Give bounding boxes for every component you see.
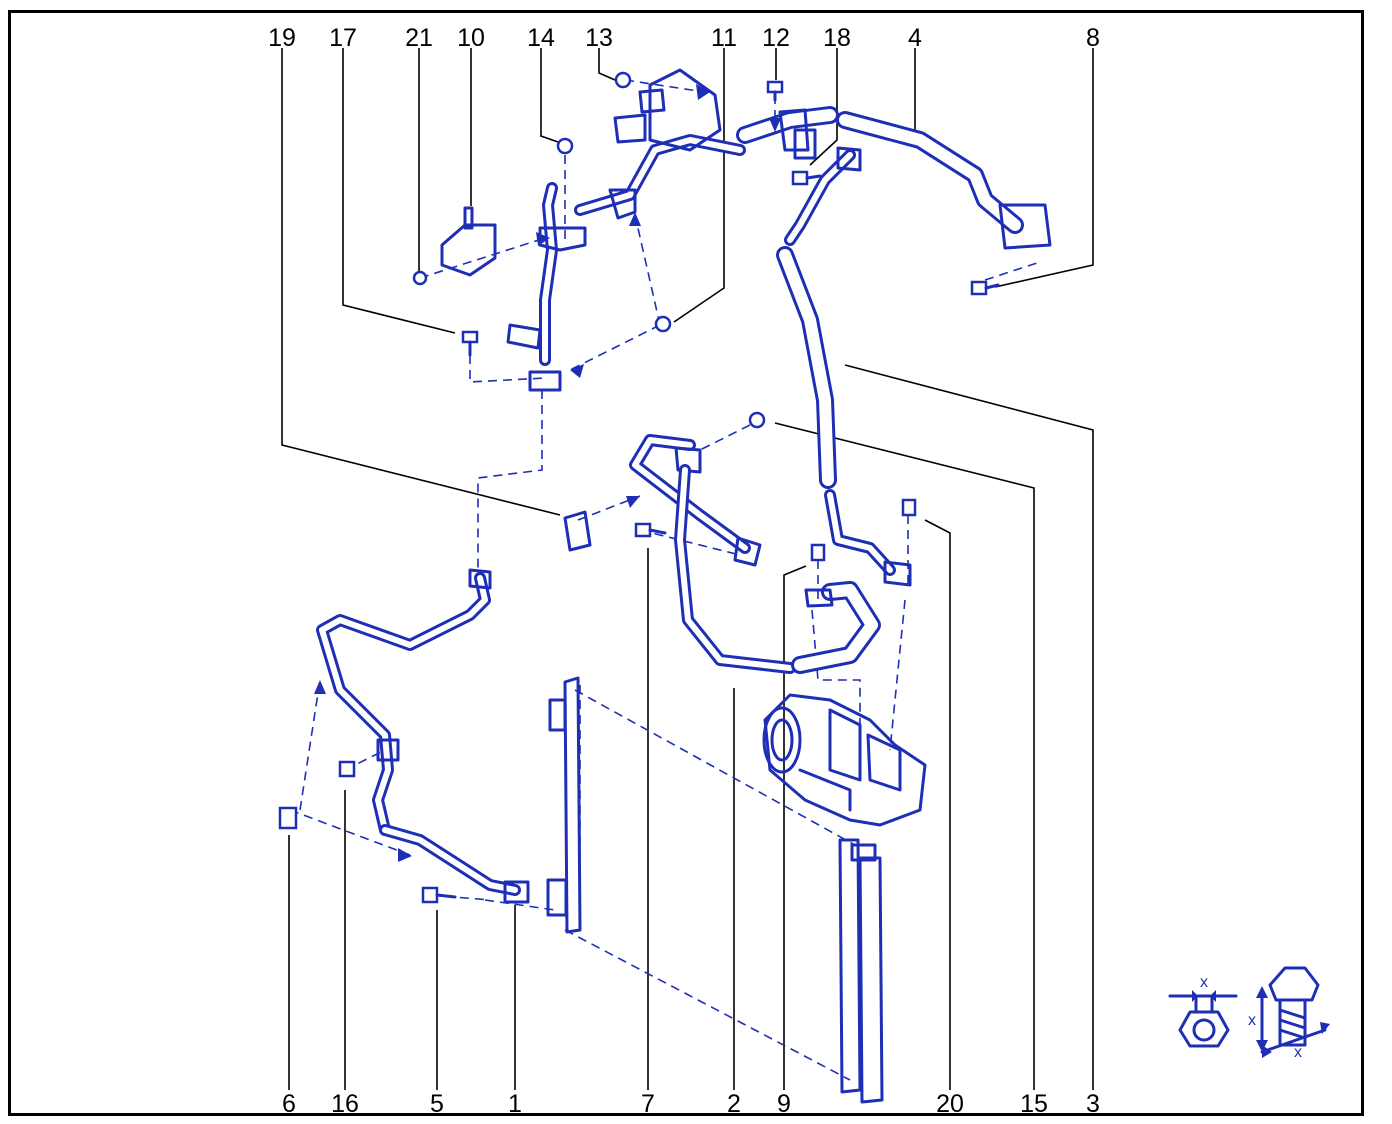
hose-3 xyxy=(776,146,912,587)
callout-20: 20 xyxy=(936,1090,964,1118)
callout-12: 12 xyxy=(762,24,790,52)
evaporator-connection xyxy=(613,68,1052,250)
leader-lines xyxy=(281,48,1094,1090)
callout-3: 3 xyxy=(1086,1090,1100,1118)
torque-bolt-side-mark: x xyxy=(1248,1012,1256,1029)
callout-11: 11 xyxy=(711,24,737,52)
callout-18: 18 xyxy=(823,24,851,52)
callout-9: 9 xyxy=(777,1090,791,1118)
torque-nut-mark: x xyxy=(1200,974,1208,991)
fasteners xyxy=(278,71,1000,904)
pipe-15-hose-2 xyxy=(629,434,881,674)
callout-17: 17 xyxy=(329,24,357,52)
callout-16: 16 xyxy=(331,1090,359,1118)
condenser xyxy=(546,676,884,1104)
callout-21: 21 xyxy=(405,24,433,52)
torque-spec-symbol xyxy=(1168,966,1330,1058)
callout-2: 2 xyxy=(727,1090,741,1118)
callout-8: 8 xyxy=(1086,24,1100,52)
direction-arrows xyxy=(314,84,781,862)
torque-bolt-bottom-mark: x xyxy=(1294,1044,1302,1061)
assembly-guide-lines xyxy=(289,79,1041,1081)
callout-6: 6 xyxy=(282,1090,296,1118)
callout-15: 15 xyxy=(1020,1090,1048,1118)
callout-10: 10 xyxy=(457,24,485,52)
callout-14: 14 xyxy=(527,24,555,52)
callout-19: 19 xyxy=(268,24,296,52)
compressor xyxy=(762,693,927,827)
callout-13: 13 xyxy=(585,24,613,52)
callout-4: 4 xyxy=(908,24,922,52)
clamps-and-brackets xyxy=(440,128,817,552)
callout-5: 5 xyxy=(430,1090,444,1118)
diagram-frame xyxy=(8,10,1364,1116)
pipe-11-assembly xyxy=(506,134,746,392)
callout-1: 1 xyxy=(508,1090,522,1118)
callout-7: 7 xyxy=(641,1090,655,1118)
pipe-1 xyxy=(316,568,530,904)
